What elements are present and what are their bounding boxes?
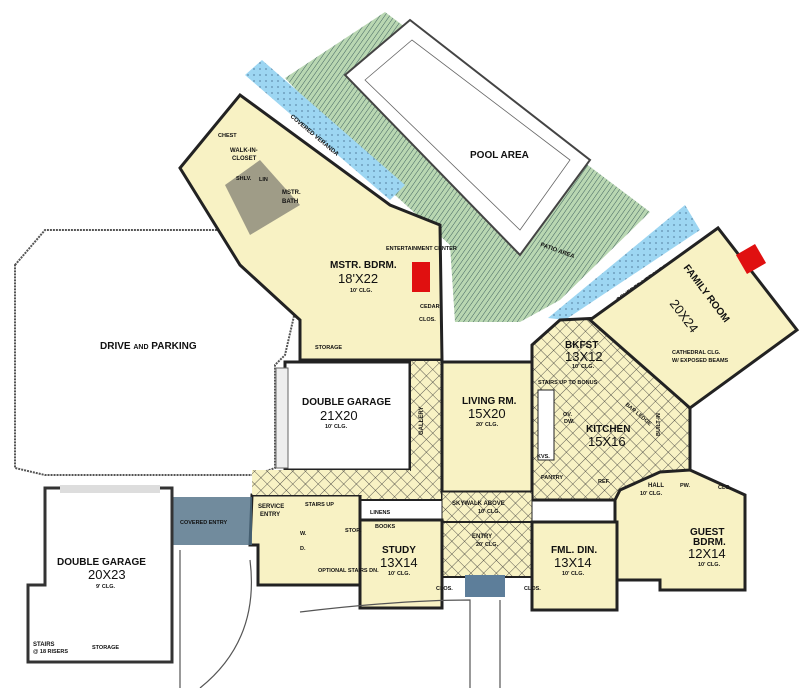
garage-main-size: 21X20 [320,408,358,423]
guest-closet-label: CLO. [718,485,732,491]
garage-stairs-risers: @ 18 RISERS [33,649,68,655]
linens-label: LINENS [370,510,391,516]
breakfast-ceiling: 10' CLG. [572,364,595,370]
family-dining-ceiling: 10' CLG. [562,571,585,577]
study-size: 13X14 [380,555,418,570]
entertainment-center-label: ENTERTAINMENT CENTER [386,246,457,252]
dining-closet-label: CLOS. [524,586,541,592]
skywalk [441,491,533,523]
living-room-label: LIVING RM. [462,396,517,407]
drive-label: DRIVE AND PARKING [100,341,197,352]
chest-label: CHEST [218,133,237,139]
dishwasher-label: DW. [564,419,575,425]
master-bedroom-label: MSTR. BDRM. [330,260,397,271]
covered-entry-label: COVERED ENTRY [180,520,227,526]
entry-porch [465,575,505,597]
stairs-bonus-label: STAIRS UP TO BONUS [538,380,598,386]
service-entry-label: SERVICE [258,504,284,510]
garage-lower-label: DOUBLE GARAGE [57,557,146,568]
entry [441,521,533,578]
gallery-label: GALLERY [419,407,425,435]
skywalk-ceiling: 10' CLG. [478,509,501,515]
storage-label: STORAGE [315,345,342,351]
fireplace-icon [412,262,430,292]
guest-bedroom-size: 12X14 [688,546,726,561]
service-entry-label-2: ENTRY [260,512,280,518]
oven-label: OV. [563,412,572,418]
entry-label: ENTRY [472,534,492,540]
living-room [440,360,534,494]
covered-veranda-right [548,205,700,320]
garage-lower-size: 20X23 [88,567,126,582]
garage-storage-label: STORAGE [92,645,119,651]
family-dining [530,520,619,612]
master-closet-label: CLOS. [419,317,436,323]
built-in-label: BUILT-IN [656,413,662,436]
kitchen-breakfast [530,316,692,502]
family-beams-label: W/ EXPOSED BEAMS [672,358,729,364]
kvs-label: KVS. [537,454,550,460]
driveway-lines [179,550,501,688]
pool-label: POOL AREA [470,150,529,161]
pool-area [343,18,592,257]
optional-stairs-label: OPTIONAL STAIRS DN. [318,568,379,574]
drive-and-parking [14,229,302,476]
entry-ceiling: 20' CLG. [476,542,499,548]
refrigerator-label: REF. [598,479,610,485]
shelves-label: SHLV. [236,176,252,182]
pantry-label: PANTRY [541,475,563,481]
breakfast-label: BKFST [565,340,598,351]
master-bedroom-size: 18'X22 [338,271,378,286]
living-room-ceiling: 20' CLG. [476,422,499,428]
washer-label: W. [300,531,307,537]
double-garage-lower [26,486,174,664]
guest-bedroom-ceiling: 10' CLG. [698,562,721,568]
family-dining-label: FML. DIN. [551,545,597,556]
living-room-size: 15X20 [468,406,506,421]
master-bedroom-ceiling: 10' CLG. [350,288,373,294]
stairs-up-label: STAIRS UP [305,502,334,508]
family-dining-size: 13X14 [554,555,592,570]
skywalk-label: SKYWALK ABOVE [452,501,505,507]
walk-in-closet-label-2: CLOSET [232,156,257,162]
family-room [587,225,800,410]
dryer-label: D. [300,546,306,552]
hall-ceiling: 10' CLG. [640,491,663,497]
family-ceiling-label: CATHEDRAL CLG. [672,350,721,356]
study-ceiling: 10' CLG. [388,571,411,577]
covered-veranda-left [245,60,405,200]
cedar-closet-label: CEDAR [420,304,440,310]
garage-stairs-label: STAIRS [33,642,55,648]
powder-label: PW. [680,483,691,489]
garage-main-ceiling: 10' CLG. [325,424,348,430]
master-bath-label: MSTR. [282,190,301,196]
garage-main-label: DOUBLE GARAGE [302,397,391,408]
linen-label: LIN [259,177,268,183]
study-closet-label: CLOS. [436,586,453,592]
guest-bedroom-label: GUEST [690,527,724,538]
covered-entry [172,497,252,545]
walk-in-closet-label: WALK-IN- [230,148,258,154]
kitchen-label: KITCHEN [586,424,630,435]
hall-label: HALL [648,483,664,489]
garage-lower-ceiling: 9' CLG. [96,584,116,590]
kitchen-size: 15X16 [588,434,626,449]
service-storage-label: STOR. [345,528,362,534]
family-fireplace-icon [735,243,767,275]
study-label: STUDY [382,545,416,556]
guest-bedroom-label-2: BDRM. [693,537,726,548]
breakfast-size: 13X12 [565,349,603,364]
books-label: BOOKS [375,524,396,530]
master-bath-label-2: BATH [282,199,298,205]
